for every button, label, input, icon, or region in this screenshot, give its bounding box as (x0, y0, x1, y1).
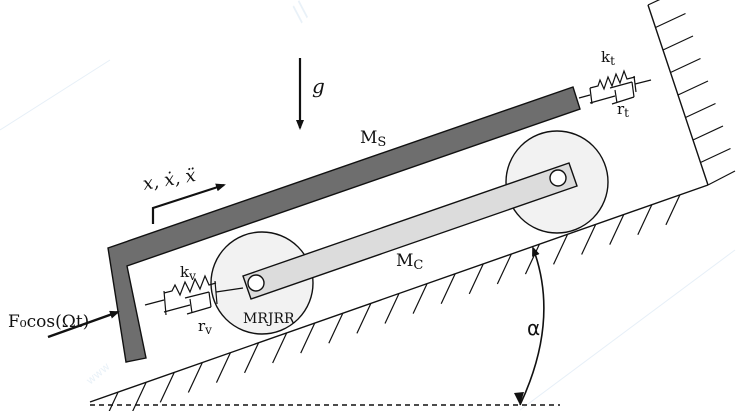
right-wall (647, 0, 736, 186)
ground-hatch-mark (553, 234, 569, 265)
sprung-mass-label: MS (360, 128, 386, 150)
wall-hatch-mark (707, 170, 736, 186)
ground-hatch-mark (244, 342, 260, 374)
carriage-bar (242, 162, 578, 300)
ground-hatch-mark (581, 224, 597, 255)
ground-hatch-mark (440, 273, 456, 305)
ground-hatch-mark (187, 362, 203, 393)
roller-params-label: MRJRR (243, 311, 295, 327)
wall-hatch-mark (700, 147, 731, 164)
carriage-mass-label: MC (396, 251, 423, 273)
ground-hatch-mark (328, 312, 344, 344)
ground-hatch-mark (300, 322, 316, 354)
angle-arc-start-arrow (514, 392, 524, 405)
svg-text:www: www (84, 360, 113, 387)
displacement-label: x, ẋ, ẍ (141, 165, 197, 195)
ground-hatch-mark (496, 253, 512, 285)
svg-text://: // (287, 0, 316, 26)
force-arrow (47, 310, 120, 339)
damping-top-label: rt (617, 100, 629, 120)
ground-hatch-mark (132, 382, 147, 411)
angle-label: α (527, 316, 540, 340)
sprung-mass (107, 86, 581, 363)
ground-hatch-mark (215, 352, 231, 383)
ground-hatch-mark (384, 293, 400, 324)
wall-hatch-mark (662, 35, 694, 51)
damping-left-label: rv (198, 317, 212, 337)
stiffness-left-label: kv (180, 263, 196, 283)
angle-arc (519, 246, 545, 406)
gravity-label: g (312, 74, 325, 98)
ground-hatch-mark (159, 372, 175, 403)
ground-hatch-mark (637, 204, 653, 235)
stiffness-top-label: kt (601, 48, 615, 68)
force-label: F₀cos(Ωt) (8, 312, 89, 332)
ground-hatch-mark (609, 214, 625, 245)
ground-hatch-mark (356, 303, 372, 334)
ground-hatch-mark (108, 391, 119, 411)
top-spring-damper (578, 69, 652, 105)
ground-hatch-mark (272, 332, 288, 364)
wall-hatch-mark (677, 80, 709, 96)
ground-hatch-mark (412, 283, 428, 314)
wall-hatch-mark (670, 57, 701, 74)
wall-hatch-mark (655, 12, 686, 29)
ground-hatch-mark (468, 263, 484, 295)
carriage-pin-right (549, 169, 567, 187)
wall-hatch-mark (647, 0, 661, 6)
wall-hatch-mark (692, 125, 724, 141)
wall-hatch-mark (685, 102, 716, 119)
carriage-pin-left (247, 274, 265, 292)
ground-hatch-mark (665, 194, 681, 226)
inclined-ground (89, 184, 709, 411)
left-spring-damper (144, 274, 244, 316)
displacement-arrow (151, 183, 226, 224)
